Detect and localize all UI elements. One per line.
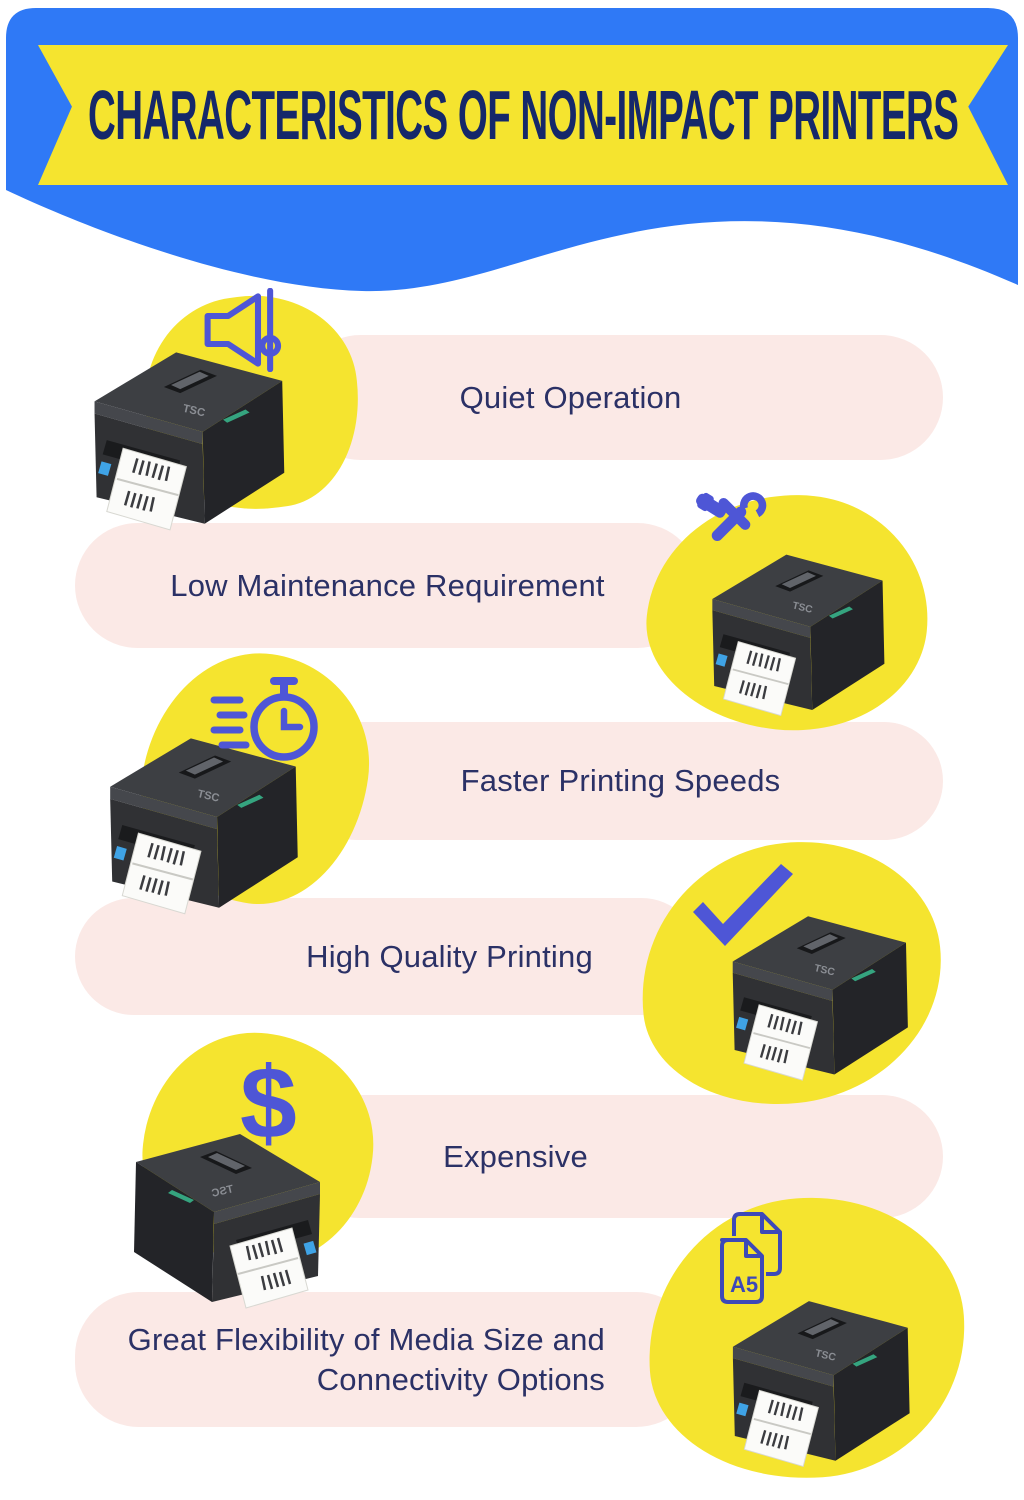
printer-image-mirrored <box>98 1116 346 1316</box>
feature-pill-high-quality: High Quality Printing <box>75 898 700 1015</box>
a5-icon-label: A5 <box>730 1272 758 1297</box>
feature-label: High Quality Printing <box>306 938 593 974</box>
hammer-wrench-icon <box>696 492 767 542</box>
feature-label: Quiet Operation <box>459 379 682 415</box>
feature-pill-low-maintenance: Low Maintenance Requirement <box>75 523 700 648</box>
feature-label: Low Maintenance Requirement <box>170 567 605 603</box>
feature-label-line2: Connectivity Options <box>316 1361 605 1397</box>
checkmark-icon <box>693 864 793 946</box>
feature-label: Great Flexibility of Media Size and Conn… <box>128 1320 700 1399</box>
printer-image <box>712 1280 940 1478</box>
page-title: CHARACTERISTICS OF NON-IMPACT PRINTERS <box>87 76 959 154</box>
feature-pill-quiet-operation: Quiet Operation <box>298 335 943 460</box>
title-banner: CHARACTERISTICS OF NON-IMPACT PRINTERS <box>38 45 1008 185</box>
feature-pill-media-flexibility: Great Flexibility of Media Size and Conn… <box>75 1292 700 1427</box>
dollar-icon: $ <box>240 1046 297 1160</box>
feature-label-line1: Great Flexibility of Media Size and <box>127 1321 605 1357</box>
stopwatch-speed-icon <box>210 677 318 761</box>
a5-documents-icon: A5 <box>720 1212 782 1304</box>
feature-pill-faster-printing: Faster Printing Speeds <box>298 722 943 840</box>
speaker-volume-icon <box>204 288 282 372</box>
feature-pill-expensive: Expensive <box>298 1095 943 1218</box>
feature-label: Expensive <box>443 1138 588 1174</box>
feature-label: Faster Printing Speeds <box>460 763 781 799</box>
